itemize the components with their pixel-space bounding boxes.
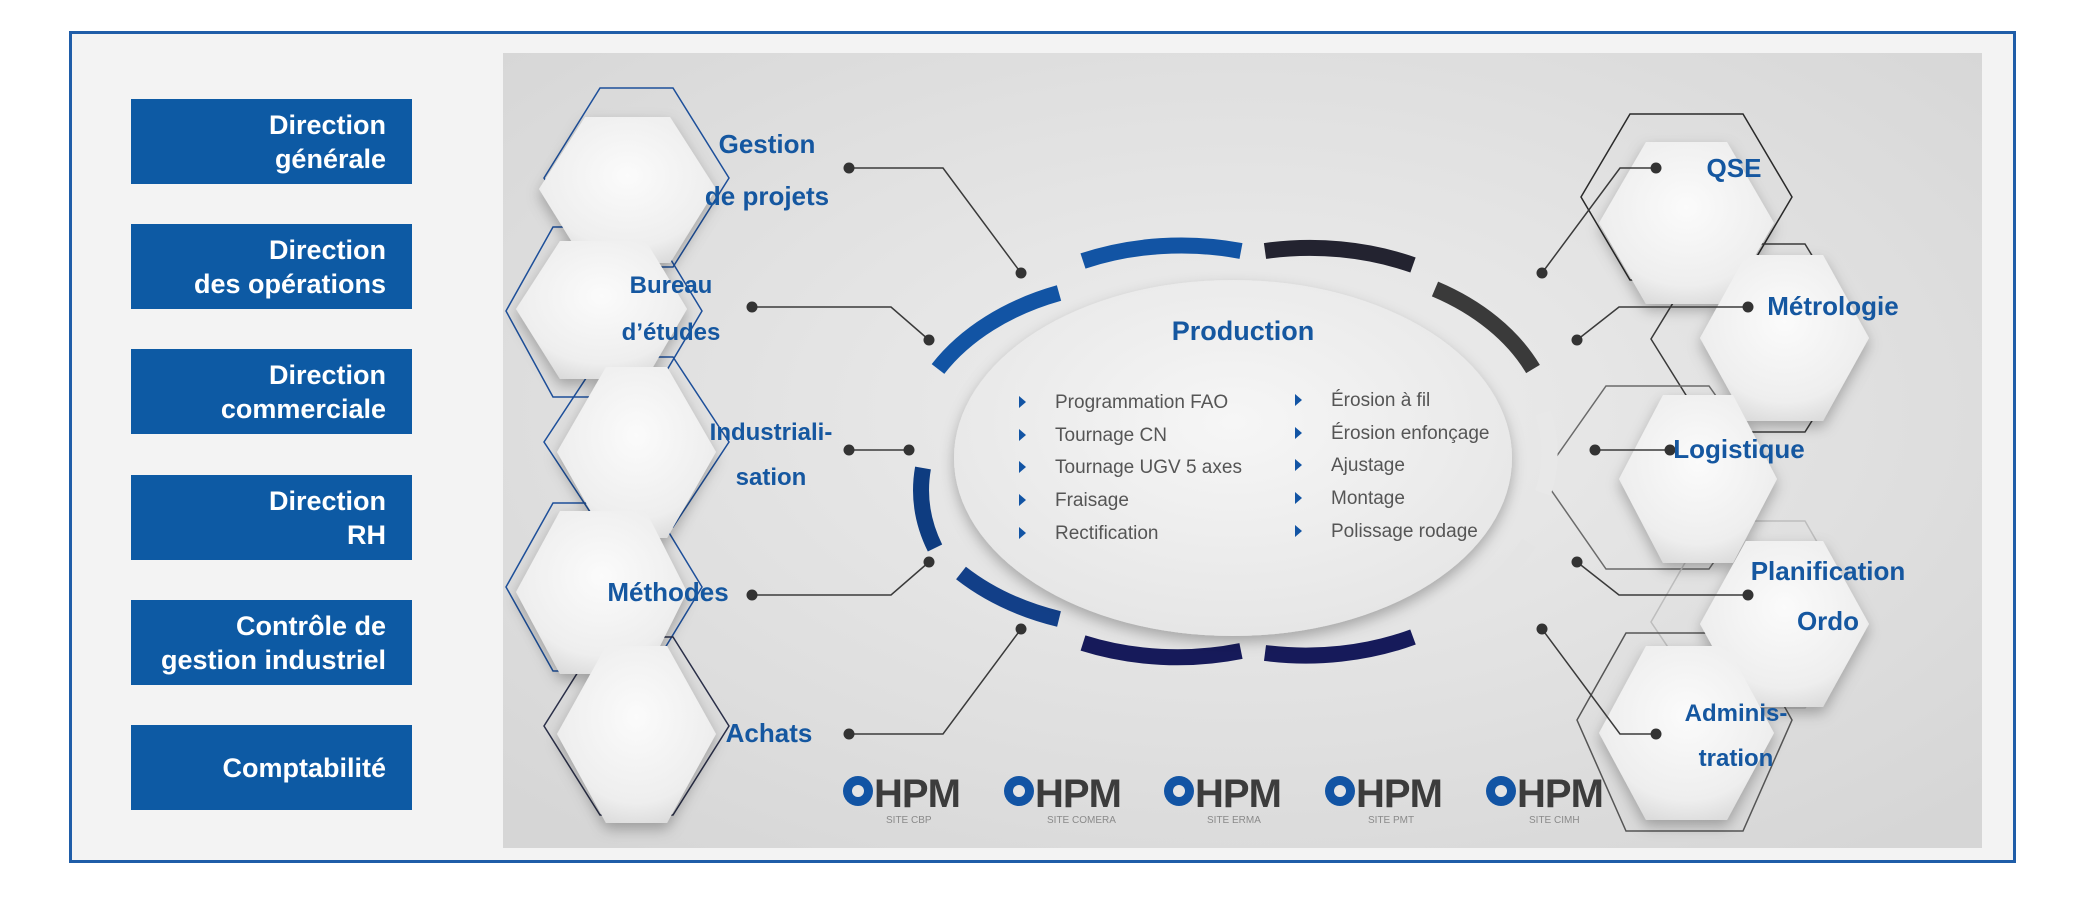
list-item: Rectification bbox=[1055, 523, 1159, 544]
hex-methodes[interactable]: Méthodes bbox=[607, 577, 728, 607]
side-box-label: Direction commerciale bbox=[220, 359, 386, 424]
bullet-icon bbox=[1295, 394, 1302, 406]
bullet-icon bbox=[1019, 429, 1026, 441]
list-item: Montage bbox=[1331, 488, 1405, 509]
logo-site: SITE COMERA bbox=[1047, 815, 1116, 826]
side-box-controle-gestion[interactable]: Contrôle de gestion industriel bbox=[131, 600, 412, 685]
list-item: Érosion à fil bbox=[1331, 390, 1430, 411]
hex-achats[interactable]: Achats bbox=[726, 718, 813, 748]
hex-administration[interactable]: Adminis- tration bbox=[1685, 700, 1788, 772]
logo-site: SITE CIMH bbox=[1529, 815, 1580, 826]
hex-planification-ordo[interactable]: Planification Ordo bbox=[1751, 556, 1906, 636]
hex-logistique[interactable]: Logistique bbox=[1673, 434, 1804, 464]
hex-label-line2: Ordo bbox=[1797, 606, 1859, 636]
org-diagram: Gestion de projets Bureau d’études Indus… bbox=[503, 53, 1982, 848]
logo-site: SITE PMT bbox=[1368, 815, 1414, 826]
bullet-icon bbox=[1019, 461, 1026, 473]
side-box-label: Direction générale bbox=[268, 109, 386, 174]
hex-label-line1: Métrologie bbox=[1767, 291, 1898, 321]
logo-brand: HPM bbox=[1035, 772, 1121, 816]
hex-bureau-etudes[interactable]: Bureau d’études bbox=[622, 272, 721, 346]
hex-gestion-de-projets[interactable]: Gestion de projets bbox=[705, 129, 829, 211]
hex-label-line1: Gestion bbox=[719, 129, 816, 159]
logo-brand: HPM bbox=[874, 772, 960, 816]
list-item: Tournage CN bbox=[1055, 425, 1167, 446]
logo-site-pmt: HPM SITE PMT bbox=[1325, 772, 1443, 826]
side-box-direction-operations[interactable]: Direction des opérations bbox=[131, 224, 412, 309]
list-item: Ajustage bbox=[1331, 455, 1405, 476]
list-item: Tournage UGV 5 axes bbox=[1055, 457, 1242, 478]
hex-industrialisation[interactable]: Industriali- sation bbox=[710, 419, 833, 491]
logo-brand: HPM bbox=[1195, 772, 1281, 816]
hex-label-line1: Achats bbox=[726, 718, 813, 748]
hex-label-line2: d’études bbox=[622, 319, 721, 346]
ring-segment bbox=[1431, 281, 1540, 374]
hex-label-line1: Méthodes bbox=[607, 577, 728, 607]
hex-metrologie[interactable]: Métrologie bbox=[1767, 291, 1898, 321]
hex-label-line1: QSE bbox=[1707, 153, 1762, 183]
side-box-label: Comptabilité bbox=[222, 752, 386, 783]
ring-segment bbox=[931, 285, 1062, 374]
list-item: Polissage rodage bbox=[1331, 521, 1478, 542]
list-item: Programmation FAO bbox=[1055, 392, 1228, 413]
ring-segment bbox=[913, 466, 943, 552]
production-ring bbox=[913, 237, 1558, 666]
connector-dots bbox=[746, 162, 1754, 740]
site-logos: HPM SITE CBP HPM SITE COMERA HPM SITE ER… bbox=[843, 772, 1604, 826]
production-title: Production bbox=[1172, 316, 1315, 346]
bullet-icon bbox=[1019, 527, 1026, 539]
side-box-label: Direction RH bbox=[268, 485, 386, 550]
ring-segment bbox=[1080, 237, 1243, 269]
production-ellipse bbox=[954, 280, 1512, 636]
ring-segment bbox=[1263, 239, 1416, 273]
hex-label-line2: tration bbox=[1699, 745, 1774, 772]
bullet-icon bbox=[1295, 492, 1302, 504]
hex-label-line2: sation bbox=[736, 464, 807, 491]
bullet-icon bbox=[1019, 396, 1026, 408]
bullet-icon bbox=[1295, 427, 1302, 439]
hex-label-line1: Adminis- bbox=[1685, 700, 1788, 727]
logo-site: SITE CBP bbox=[886, 815, 932, 826]
production-list-right: Érosion à fil Érosion enfonçage Ajustage… bbox=[1295, 390, 1489, 542]
hex-qse[interactable]: QSE bbox=[1707, 153, 1762, 183]
ring-segment bbox=[1535, 410, 1558, 496]
hex-label-line1: Bureau bbox=[630, 272, 713, 299]
side-box-comptabilite[interactable]: Comptabilité bbox=[131, 725, 412, 810]
ring-segment bbox=[956, 566, 1061, 627]
list-item: Fraisage bbox=[1055, 490, 1129, 511]
side-box-direction-rh[interactable]: Direction RH bbox=[131, 475, 412, 560]
hex-label-line1: Logistique bbox=[1673, 434, 1804, 464]
ring-segment bbox=[1431, 538, 1536, 627]
side-box-label: Contrôle de gestion industriel bbox=[160, 610, 386, 675]
connectors bbox=[752, 167, 1748, 735]
left-hexes-fill bbox=[516, 117, 716, 823]
production-list-left: Programmation FAO Tournage CN Tournage U… bbox=[1019, 392, 1242, 544]
logo-site: SITE ERMA bbox=[1207, 815, 1261, 826]
bullet-icon bbox=[1295, 459, 1302, 471]
logo-site-erma: HPM SITE ERMA bbox=[1164, 772, 1282, 826]
side-box-label: Direction des opérations bbox=[193, 234, 386, 299]
hex-label-line2: de projets bbox=[705, 181, 829, 211]
list-item: Érosion enfonçage bbox=[1331, 423, 1489, 444]
right-hexes-fill bbox=[1599, 142, 1869, 820]
ring-segment bbox=[1263, 629, 1416, 664]
logo-site-cbp: HPM SITE CBP bbox=[843, 772, 961, 826]
logo-site-comera: HPM SITE COMERA bbox=[1004, 772, 1122, 826]
side-box-direction-commerciale[interactable]: Direction commerciale bbox=[131, 349, 412, 434]
bullet-icon bbox=[1019, 494, 1026, 506]
logo-site-cimh: HPM SITE CIMH bbox=[1486, 772, 1604, 826]
hex-label-line1: Industriali- bbox=[710, 419, 833, 446]
logo-brand: HPM bbox=[1517, 772, 1603, 816]
ring-segment bbox=[1080, 635, 1243, 666]
bullet-icon bbox=[1295, 525, 1302, 537]
side-box-direction-generale[interactable]: Direction générale bbox=[131, 99, 412, 184]
logo-brand: HPM bbox=[1356, 772, 1442, 816]
hex-label-line1: Planification bbox=[1751, 556, 1906, 586]
